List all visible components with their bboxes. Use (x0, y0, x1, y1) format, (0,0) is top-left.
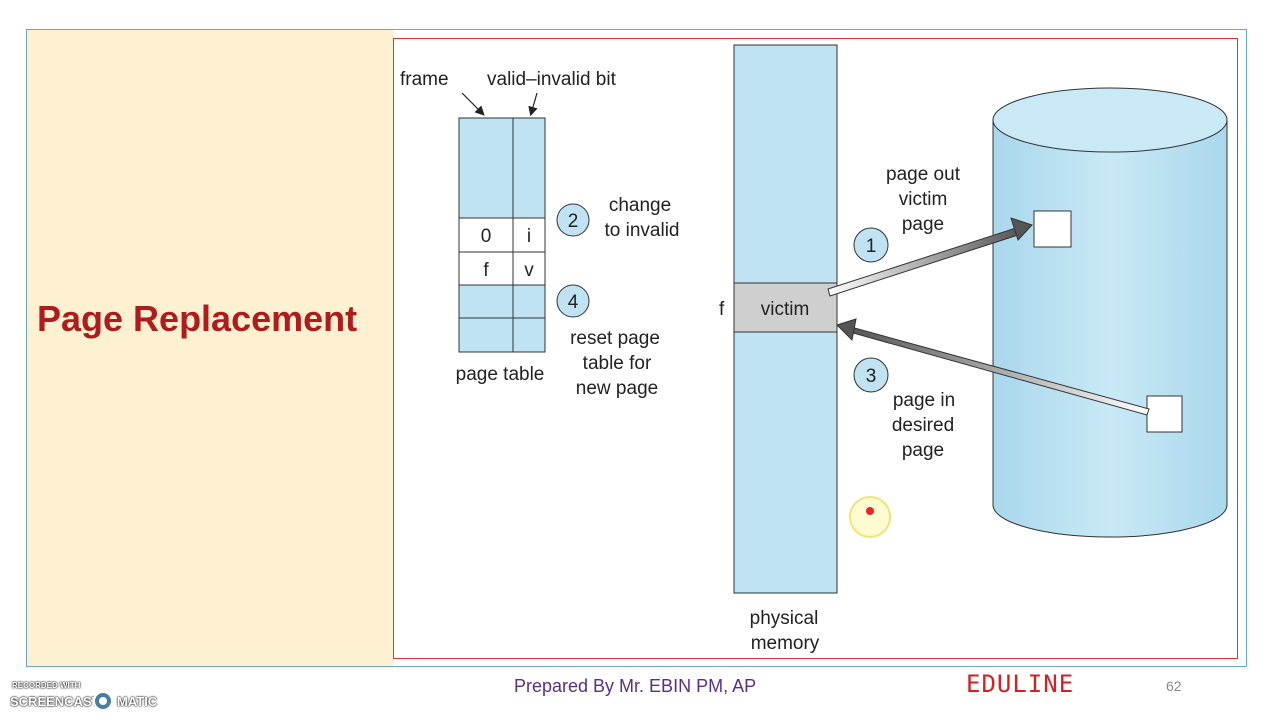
step-4-label-line-2: table for (583, 353, 652, 374)
valid-invalid-header: valid–invalid bit (487, 69, 617, 90)
step-4-badge (556, 284, 590, 318)
watermark-small-text: RECORDED WITH (12, 681, 81, 690)
title-panel (27, 30, 393, 666)
step-2-label-line-2: to invalid (605, 220, 680, 241)
footer-credit: Prepared By Mr. EBIN PM, AP (514, 676, 757, 696)
step-1-label-line-3: page (902, 214, 944, 235)
physical-memory-caption-line-2: memory (751, 633, 820, 654)
step-3-label-line-1: page in (893, 390, 955, 411)
step-3-label-line-2: desired (892, 415, 954, 436)
step-4-number: 4 (568, 292, 579, 313)
cursor-dot (866, 507, 874, 515)
bit-pointer-arrow (528, 92, 538, 117)
step-3-number: 3 (866, 366, 877, 387)
watermark-brand-right: MATIC (117, 694, 158, 709)
physical-memory-caption-line-1: physical (750, 608, 819, 629)
step-4-label-line-3: new page (576, 378, 658, 399)
page-table (458, 117, 546, 353)
screencast-watermark: RECORDED WITH SCREENCAST MATIC (10, 681, 160, 715)
eduline-brand: EDULINE (966, 670, 1075, 698)
screencast-logo-icon (93, 691, 113, 711)
cursor-highlight (849, 496, 891, 538)
victim-frame (733, 282, 838, 333)
table-cell-bit-i: i (527, 226, 531, 247)
frame-pointer-arrow (461, 92, 485, 116)
watermark-brand-left: SCREENCAST (10, 694, 100, 709)
page-replacement-diagram: frame valid–invalid bit 0 i f v page tab… (400, 44, 1228, 654)
step-3-badge (853, 357, 889, 393)
table-cell-bit-v: v (524, 260, 534, 281)
step-2-badge (556, 203, 590, 237)
page-out-arrow (827, 217, 1033, 297)
victim-page-on-disk (1033, 210, 1072, 248)
step-1-badge (853, 227, 889, 263)
table-cell-frame-0: 0 (481, 226, 492, 247)
table-cell-frame-f: f (483, 260, 489, 281)
step-1-label-line-1: page out (886, 164, 961, 185)
step-4-label-line-1: reset page (570, 328, 660, 349)
step-2-number: 2 (568, 211, 579, 232)
figure-box: frame valid–invalid bit 0 i f v page tab… (393, 38, 1238, 659)
frame-f-label: f (719, 299, 725, 320)
desired-page-on-disk (1146, 395, 1183, 433)
step-1-number: 1 (866, 236, 877, 257)
slide-frame (26, 29, 1247, 667)
disk-cylinder (992, 87, 1228, 538)
step-2-label-line-1: change (609, 195, 671, 216)
victim-label: victim (761, 299, 810, 320)
page-in-arrow (836, 318, 1150, 416)
step-1-label-line-2: victim (899, 189, 948, 210)
step-3-label-line-3: page (902, 440, 944, 461)
slide-page-number: 62 (1166, 678, 1182, 694)
page-table-caption: page table (456, 364, 545, 385)
frame-header: frame (400, 69, 449, 90)
slide-title: Page Replacement (37, 298, 358, 339)
